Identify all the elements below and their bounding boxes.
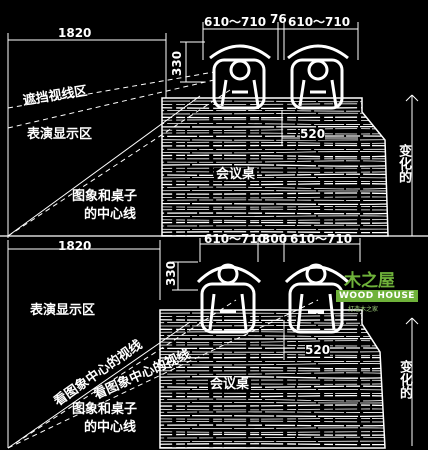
top-arrow-head-r xyxy=(411,94,419,102)
bottom-dim-1820: 1820 xyxy=(58,239,92,253)
bottom-sightline-a xyxy=(7,299,237,449)
bottom-center-line-label-2: 的中心线 xyxy=(84,420,137,435)
bottom-dim-gap: 300 xyxy=(262,232,288,246)
top-dim-depth: 330 xyxy=(170,50,184,76)
top-variable-label: 变化的 xyxy=(396,144,411,183)
bottom-arrow-head-l xyxy=(405,317,413,325)
top-sightline-upper xyxy=(7,71,215,109)
top-diagonal xyxy=(7,95,201,237)
top-dim-gap: 76 xyxy=(270,12,287,26)
table-bottom-outline xyxy=(159,309,386,449)
conference-table-bottom xyxy=(159,309,386,449)
top-table-label: 会议桌 xyxy=(214,167,258,182)
top-dim-520: 520 xyxy=(300,127,326,141)
bottom-seats xyxy=(196,263,350,334)
top-dim-1820: 1820 xyxy=(58,26,92,40)
wood-house-watermark: 木之屋 WOOD HOUSE 打造木之家 xyxy=(336,266,428,316)
table-top-outline xyxy=(161,97,389,237)
top-guide-lines xyxy=(7,22,419,238)
top-arrow-head-l xyxy=(405,94,413,102)
bottom-dim-520: 520 xyxy=(305,343,331,357)
bottom-seat-1 xyxy=(196,263,262,334)
top-dim-seat-width-1: 610～710 xyxy=(204,15,267,29)
watermark-logo: 木之屋 xyxy=(344,271,395,291)
conference-table-top xyxy=(161,97,389,237)
bottom-dim-depth: 330 xyxy=(164,260,178,286)
bottom-guide-lines xyxy=(7,238,419,449)
bottom-arrow-head-r xyxy=(411,317,419,325)
top-seat-2 xyxy=(287,44,349,110)
top-seat-1 xyxy=(209,44,271,110)
bottom-dim-seat-width-2: 610～710 xyxy=(290,232,353,246)
bottom-table-label: 会议桌 xyxy=(208,377,252,392)
bottom-dim-seat-width-1: 610～710 xyxy=(204,232,267,246)
top-display-zone-label: 表演显示区 xyxy=(27,127,93,142)
bottom-display-zone-label: 表演显示区 xyxy=(30,303,96,318)
top-dim-seat-width-2: 610～710 xyxy=(288,15,351,29)
bottom-diagonal xyxy=(7,321,191,449)
bottom-seat-2 xyxy=(284,263,350,334)
bottom-center-line-label-1: 图象和桌子 xyxy=(72,402,138,417)
top-seats xyxy=(209,44,349,110)
top-center-line-label-1: 图象和桌子 xyxy=(72,189,138,204)
bottom-sightline-b xyxy=(7,299,319,449)
watermark-tagline: 打造木之家 xyxy=(348,306,379,313)
watermark-name: WOOD HOUSE xyxy=(336,290,418,302)
top-center-line-label-2: 的中心线 xyxy=(84,207,137,222)
bottom-variable-label: 变化的 xyxy=(397,360,412,399)
